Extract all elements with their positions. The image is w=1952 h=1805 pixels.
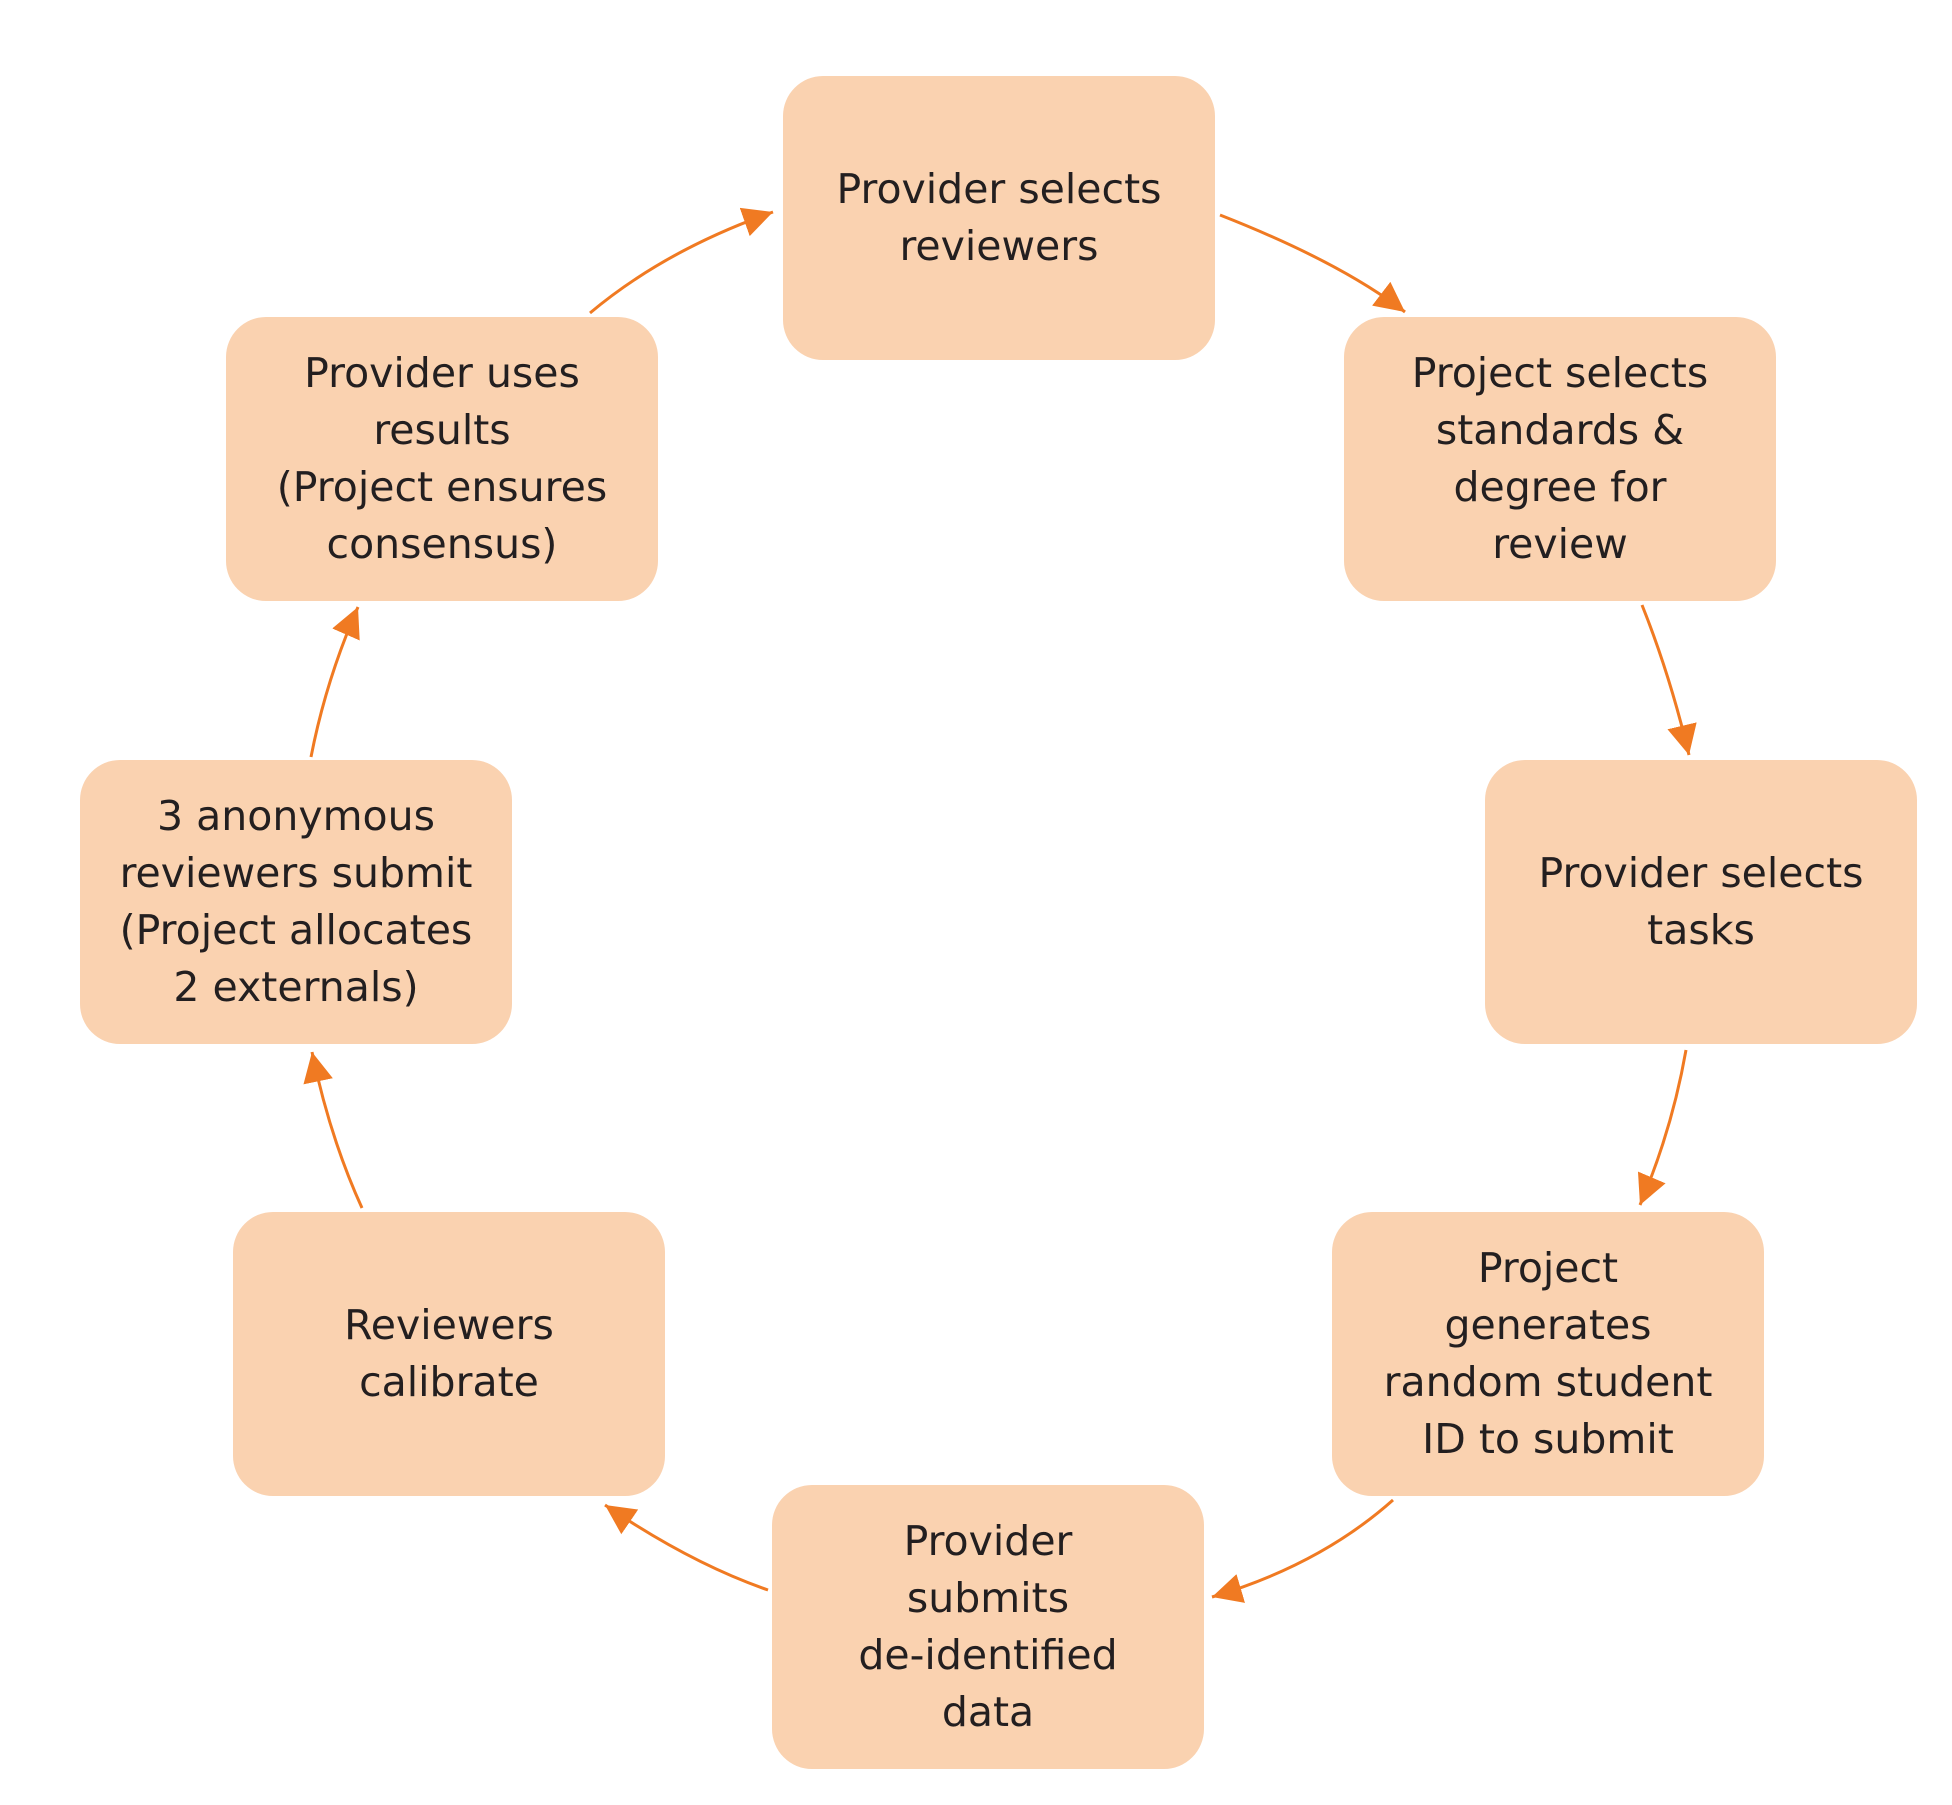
step-provider-submits-data: Provider submits de-identified data	[772, 1485, 1204, 1769]
arrow-1-to-2	[1219, 213, 1406, 314]
arrow-6-to-7	[303, 1051, 364, 1209]
step-label: Provider submits de-identified data	[858, 1517, 1118, 1736]
arrow-7-to-8	[309, 606, 360, 758]
step-label: Project generates random student ID to s…	[1383, 1244, 1713, 1463]
step-label: Reviewers calibrate	[344, 1301, 554, 1406]
arrow-5-to-6	[604, 1503, 769, 1592]
step-project-generates-student-id: Project generates random student ID to s…	[1332, 1212, 1764, 1496]
step-project-selects-standards: Project selects standards & degree for r…	[1344, 317, 1776, 601]
arrow-3-to-4	[1637, 1049, 1688, 1206]
step-label: 3 anonymous reviewers submit (Project al…	[119, 792, 473, 1011]
arrow-2-to-3	[1640, 604, 1697, 756]
step-provider-selects-reviewers: Provider selects reviewers	[783, 76, 1215, 360]
step-provider-selects-tasks: Provider selects tasks	[1485, 760, 1917, 1044]
step-label: Provider selects tasks	[1538, 849, 1864, 954]
arrow-4-to-5	[1211, 1498, 1394, 1603]
step-label: Provider selects reviewers	[836, 165, 1162, 270]
step-label: Provider uses results (Project ensures c…	[276, 349, 608, 568]
step-provider-uses-results: Provider uses results (Project ensures c…	[226, 317, 658, 601]
step-label: Project selects standards & degree for r…	[1411, 349, 1709, 568]
step-reviewers-calibrate: Reviewers calibrate	[233, 1212, 665, 1496]
step-anonymous-reviewers-submit: 3 anonymous reviewers submit (Project al…	[80, 760, 512, 1044]
arrow-8-to-1	[589, 207, 774, 315]
